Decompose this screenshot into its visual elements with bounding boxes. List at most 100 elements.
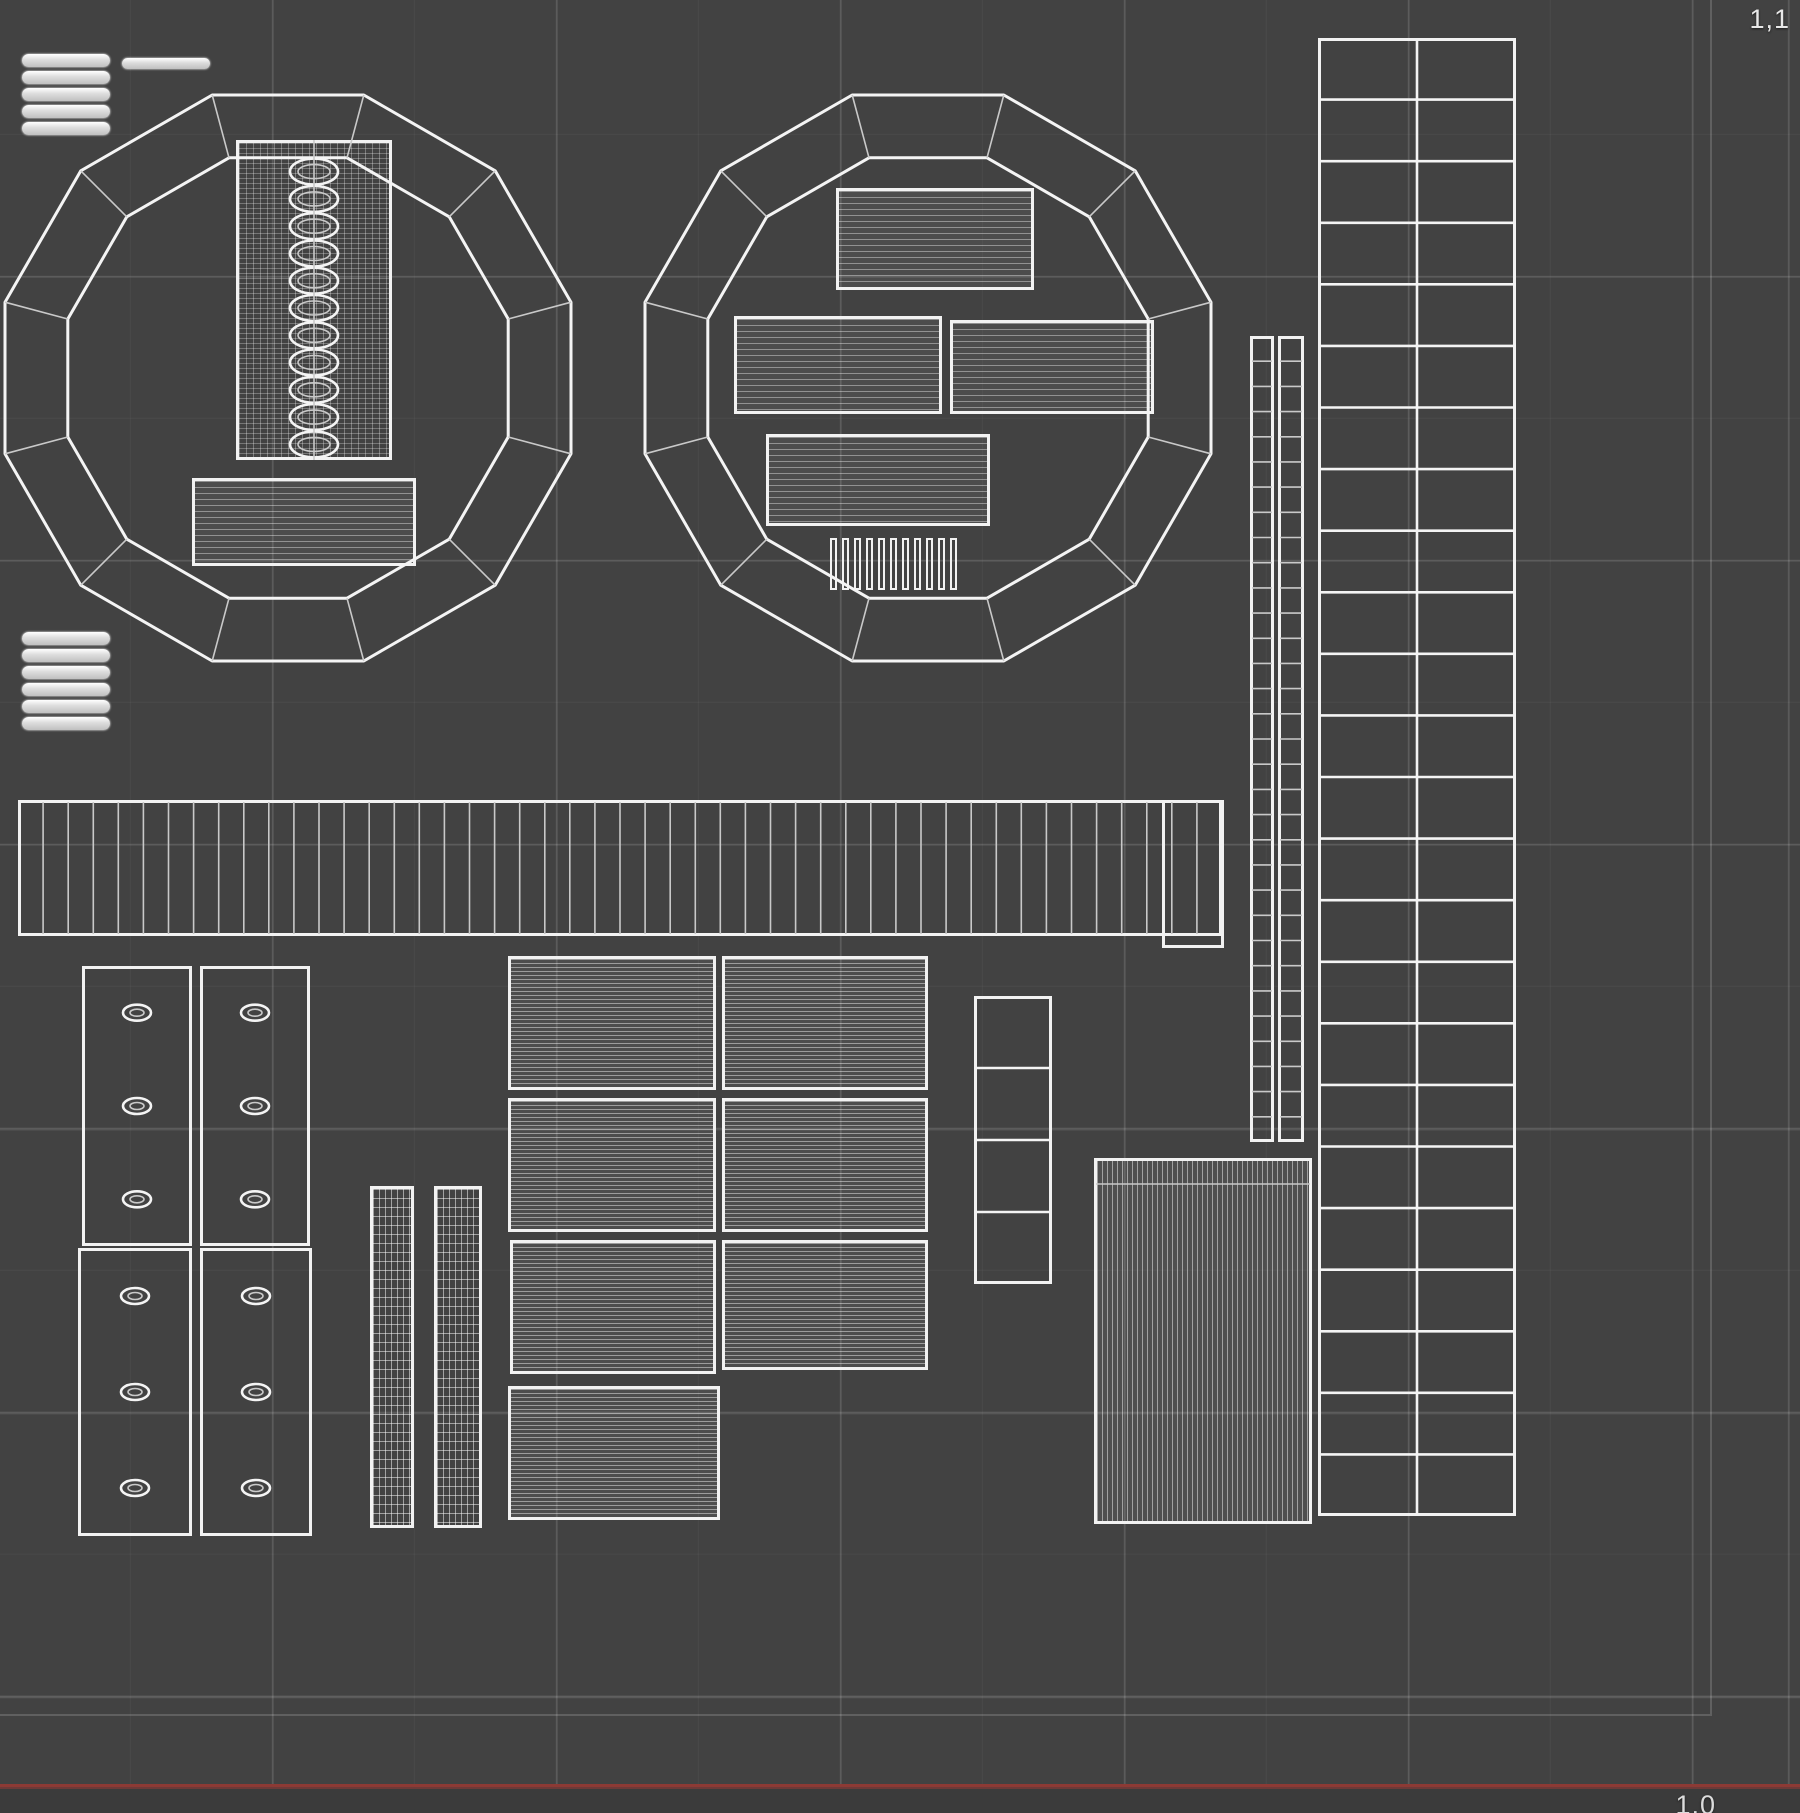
pill-bar-0-2[interactable] bbox=[22, 88, 110, 101]
panel-mid-left[interactable] bbox=[734, 316, 942, 414]
plate-hole bbox=[119, 1382, 151, 1402]
tooth-bar[interactable] bbox=[950, 538, 957, 590]
pill-bar-1-0[interactable] bbox=[22, 632, 110, 645]
plate-hole bbox=[239, 1190, 271, 1209]
pill-bar-extra-0[interactable] bbox=[122, 58, 210, 69]
uv-coord-label-bottom-right: 1,0 bbox=[1675, 1790, 1716, 1813]
quad-panel-6[interactable] bbox=[722, 1240, 928, 1370]
quad-panel-1[interactable] bbox=[508, 956, 716, 1090]
left-ring-radial-spoke bbox=[80, 170, 128, 218]
plate-hole bbox=[239, 1096, 271, 1116]
left-ring-radial-spoke bbox=[507, 436, 572, 455]
twin-ladder-left[interactable] bbox=[1250, 336, 1274, 1142]
tooth-bar[interactable] bbox=[842, 538, 849, 590]
plate-hole-inner bbox=[248, 1291, 264, 1301]
tooth-bar[interactable] bbox=[890, 538, 897, 590]
dense-stripe-panel[interactable] bbox=[1094, 1158, 1312, 1524]
viewport-bottom-strip bbox=[0, 1789, 1800, 1813]
uv-boundary-line-red bbox=[0, 1784, 1800, 1787]
pill-bar-1-1[interactable] bbox=[22, 649, 110, 662]
plate-hole bbox=[239, 1003, 271, 1023]
pill-bar-1-4[interactable] bbox=[22, 700, 110, 713]
plate-hole-inner bbox=[129, 1195, 145, 1204]
tooth-bar[interactable] bbox=[830, 538, 837, 590]
right-ring-radial-spoke bbox=[986, 94, 1005, 159]
pill-bar-0-4[interactable] bbox=[22, 122, 110, 135]
plate-hole bbox=[240, 1478, 272, 1498]
left-ring-radial-spoke bbox=[80, 538, 128, 586]
left-ring-radial-spoke bbox=[448, 170, 496, 218]
perforated-plate[interactable] bbox=[200, 966, 310, 1246]
right-ring-radial-spoke bbox=[1147, 301, 1212, 320]
pill-bar-1-2[interactable] bbox=[22, 666, 110, 679]
quad-panel-4[interactable] bbox=[722, 1098, 928, 1232]
plate-hole bbox=[121, 1190, 153, 1209]
quad-panel-7[interactable] bbox=[508, 1386, 720, 1520]
left-ring-radial-spoke bbox=[4, 301, 69, 320]
quad-panel-3[interactable] bbox=[508, 1098, 716, 1232]
left-ring-radial-spoke bbox=[211, 597, 230, 662]
pill-bar-1-5[interactable] bbox=[22, 717, 110, 730]
pill-bar-1-3[interactable] bbox=[22, 683, 110, 696]
plate-hole bbox=[121, 1096, 153, 1116]
right-ring-radial-spoke bbox=[1147, 436, 1212, 455]
plate-hole-inner bbox=[127, 1291, 143, 1301]
barrel-stack-shell[interactable] bbox=[974, 996, 1052, 1284]
plate-hole bbox=[240, 1382, 272, 1402]
right-ring-radial-spoke bbox=[720, 170, 768, 218]
left-ring-radial-spoke bbox=[448, 538, 496, 586]
right-ring-radial-spoke bbox=[986, 597, 1005, 662]
plate-hole-inner bbox=[247, 1101, 263, 1111]
pill-bar-0-1[interactable] bbox=[22, 71, 110, 84]
tooth-bar[interactable] bbox=[854, 538, 861, 590]
panel-top[interactable] bbox=[836, 188, 1034, 290]
perforated-plate[interactable] bbox=[78, 1248, 192, 1536]
left-ring-radial-spoke bbox=[211, 94, 230, 159]
long-segmented-belt[interactable] bbox=[18, 800, 1222, 936]
left-ring-radial-spoke bbox=[507, 301, 572, 320]
narrow-grid-a[interactable] bbox=[370, 1186, 414, 1528]
right-ring-radial-spoke bbox=[644, 301, 709, 320]
panel-bottom[interactable] bbox=[766, 434, 990, 526]
left-ring-bottom-strip[interactable] bbox=[192, 478, 416, 566]
left-ring-radial-spoke bbox=[346, 94, 365, 159]
plate-hole bbox=[240, 1286, 272, 1306]
pill-bar-0-0[interactable] bbox=[22, 54, 110, 67]
tooth-bar[interactable] bbox=[914, 538, 921, 590]
right-ring-radial-spoke bbox=[644, 436, 709, 455]
tooth-bar[interactable] bbox=[866, 538, 873, 590]
plate-hole-inner bbox=[247, 1195, 263, 1204]
left-ring-radial-spoke bbox=[4, 436, 69, 455]
quad-panel-2[interactable] bbox=[722, 956, 928, 1090]
plate-hole-inner bbox=[248, 1483, 264, 1493]
right-ring-inner-polygon bbox=[706, 156, 1150, 600]
plate-hole-inner bbox=[247, 1008, 263, 1018]
uv-boundary-line-red-shadow bbox=[0, 1787, 1800, 1789]
twin-ladder-right[interactable] bbox=[1278, 336, 1304, 1142]
pill-bar-0-3[interactable] bbox=[22, 105, 110, 118]
tooth-bar[interactable] bbox=[938, 538, 945, 590]
perforated-plate[interactable] bbox=[200, 1248, 312, 1536]
narrow-grid-b[interactable] bbox=[434, 1186, 482, 1528]
plate-hole bbox=[119, 1286, 151, 1306]
panel-mid-right[interactable] bbox=[950, 320, 1154, 414]
plate-hole bbox=[121, 1003, 153, 1023]
belt-tail-cap[interactable] bbox=[1162, 800, 1224, 948]
right-ring-radial-spoke bbox=[851, 94, 870, 159]
tall-two-column-ladder[interactable] bbox=[1318, 38, 1516, 1516]
perforated-plate[interactable] bbox=[82, 966, 192, 1246]
left-ring-inner-polygon bbox=[66, 156, 510, 600]
left-ring-radial-spoke bbox=[346, 597, 365, 662]
right-ring-radial-spoke bbox=[720, 538, 768, 586]
right-ring-radial-spoke bbox=[1088, 170, 1136, 218]
plate-hole-inner bbox=[129, 1101, 145, 1111]
plate-hole-inner bbox=[127, 1387, 143, 1397]
tooth-bar[interactable] bbox=[878, 538, 885, 590]
tooth-bar[interactable] bbox=[902, 538, 909, 590]
tooth-bar[interactable] bbox=[926, 538, 933, 590]
uv-coord-label-top-right: 1,1 bbox=[1749, 4, 1790, 34]
right-ring-radial-spoke bbox=[851, 597, 870, 662]
quad-panel-5[interactable] bbox=[510, 1240, 716, 1374]
